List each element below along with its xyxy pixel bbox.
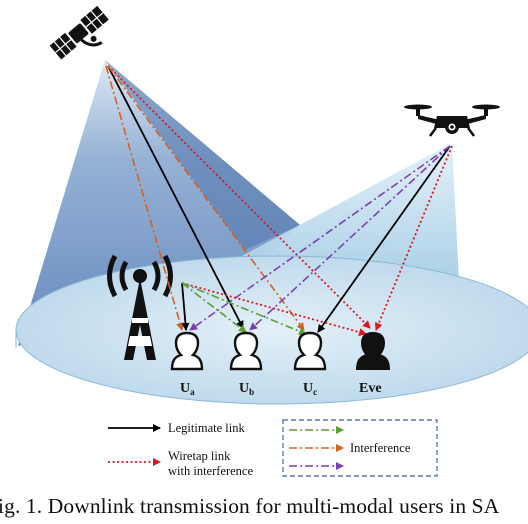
- satellite-icon: [49, 5, 109, 60]
- legend: Legitimate link Wiretap link with interf…: [108, 419, 438, 478]
- legitimate-link-bs-ua: [181, 282, 190, 331]
- user-icon: [170, 331, 204, 371]
- user-label-sub: a: [190, 387, 195, 397]
- interference-link-uav-ub: [249, 145, 451, 331]
- wiretap-link-sat-eve: [107, 65, 371, 329]
- svg-text:Ua: Ua: [180, 381, 195, 397]
- legend-legitimate-label: Legitimate link: [168, 421, 245, 435]
- user-icon: [293, 331, 327, 371]
- legend-interference-label: Interference: [350, 441, 411, 455]
- satellite-links: [105, 65, 371, 331]
- interference-link-uav-ua: [189, 145, 451, 331]
- figure-caption: Fig. 1. Downlink transmission for multi-…: [0, 494, 500, 518]
- uav-links: [189, 145, 453, 333]
- user-icon: [229, 331, 263, 371]
- user-b: Ub: [229, 331, 263, 397]
- user-label-base: U: [180, 381, 190, 396]
- user-label-base: U: [239, 381, 249, 396]
- wiretap-link-uav-eve: [374, 145, 453, 331]
- user-label-sub: c: [313, 387, 317, 397]
- interference-link-sat-ua: [105, 65, 184, 331]
- wiretap-link-bs-eve: [181, 282, 367, 336]
- legend-wiretap-label-1: Wiretap link: [168, 449, 231, 463]
- user-label-base: U: [303, 381, 313, 396]
- eavesdropper: Eve: [355, 331, 391, 396]
- legitimate-link-sat-ub: [107, 65, 244, 329]
- interference-link-bs-ub: [181, 282, 247, 333]
- svg-text:Uc: Uc: [303, 381, 317, 397]
- legend-wiretap-label-2: with interference: [168, 464, 253, 478]
- base-station-icon: [107, 254, 173, 360]
- eavesdropper-icon: [355, 331, 391, 370]
- base-station-links: [181, 282, 367, 336]
- legitimate-link-uav-uc: [317, 145, 451, 333]
- interference-link-bs-uc: [181, 282, 307, 336]
- svg-text:Ub: Ub: [239, 381, 254, 397]
- legend-interference-box: [282, 419, 438, 477]
- user-c: Uc: [293, 331, 327, 397]
- interference-link-sat-uc: [107, 65, 305, 331]
- user-label-sub: b: [249, 387, 254, 397]
- ground-coverage-area: [15, 255, 528, 405]
- user-a: Ua: [170, 331, 204, 397]
- eve-label: Eve: [359, 381, 382, 396]
- drone-icon: [404, 104, 500, 137]
